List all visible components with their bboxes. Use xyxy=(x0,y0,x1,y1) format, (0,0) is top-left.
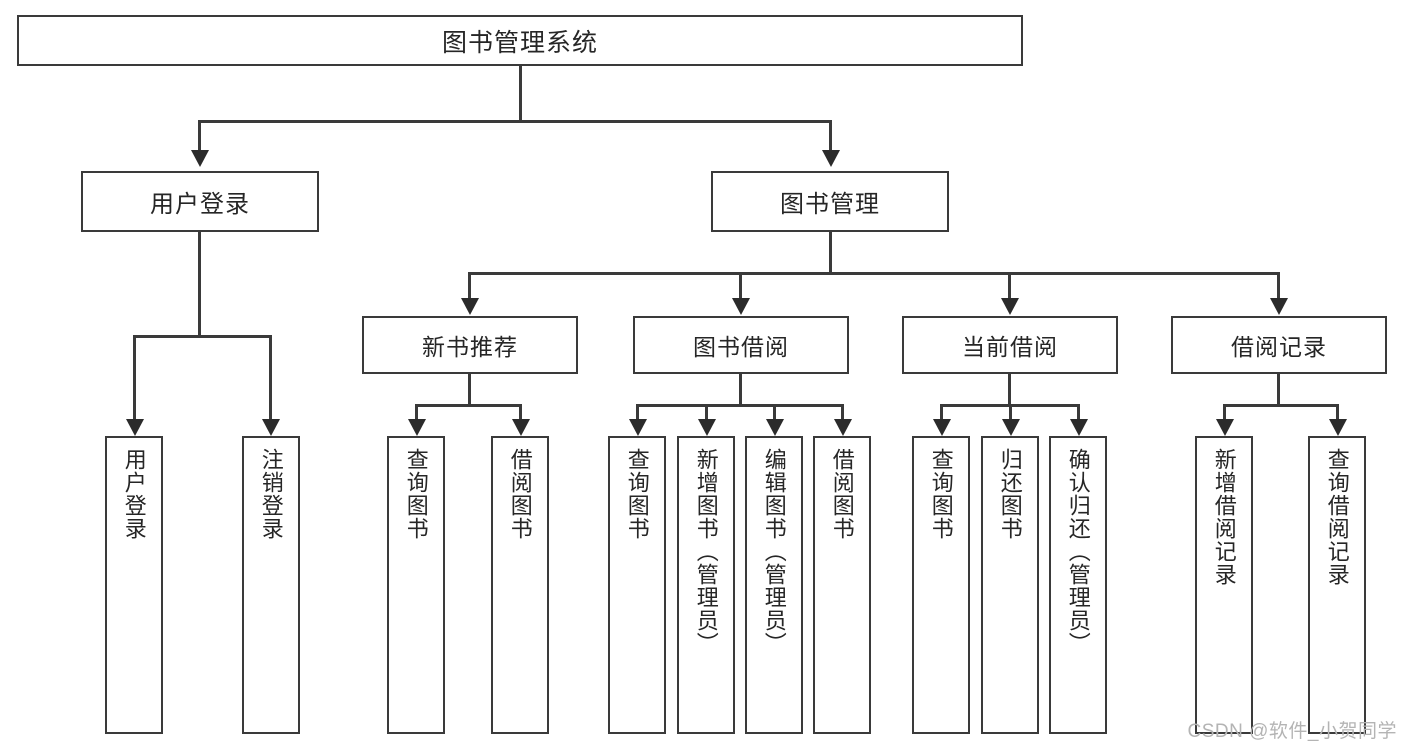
connector-level2-bus xyxy=(198,120,832,123)
arrowhead-leaf-new-book-1 xyxy=(408,419,426,436)
connector-stem-borrow-record xyxy=(1277,374,1280,406)
connector-drop-leaf-new-book-2 xyxy=(519,404,522,419)
connector-drop-leaf-new-book-1 xyxy=(415,404,418,419)
leaf-new-book-query-book[interactable]: 查询图书 xyxy=(387,436,445,734)
node-label: 借阅记录 xyxy=(1231,334,1327,360)
arrowhead-leaf-current-borrow-1 xyxy=(933,419,951,436)
csdn-watermark: CSDN @软件_小贺同学 xyxy=(1187,721,1397,742)
arrowhead-user-login xyxy=(191,150,209,167)
node-label: 图书管理系统 xyxy=(441,28,598,57)
connector-drop-leaf-book-borrow-2 xyxy=(705,404,708,419)
node-book-management[interactable]: 图书管理 xyxy=(711,171,949,232)
arrowhead-leaf-book-borrow-2 xyxy=(698,419,716,436)
leaf-book-borrow-add-book-admin[interactable]: 新增图书（管理员） xyxy=(677,436,735,734)
leaf-label: 注销登录 xyxy=(258,448,284,540)
node-label: 图书管理 xyxy=(780,191,880,218)
node-book-borrow[interactable]: 图书借阅 xyxy=(633,316,849,374)
connector-stem-book-management xyxy=(829,232,832,274)
leaf-label: 查询图书 xyxy=(624,448,650,540)
leaf-book-borrow-edit-book-admin[interactable]: 编辑图书（管理员） xyxy=(745,436,803,734)
connector-level3-bus xyxy=(468,272,1280,275)
leaf-book-borrow-query-book[interactable]: 查询图书 xyxy=(608,436,666,734)
leaf-borrow-record-add-record[interactable]: 新增借阅记录 xyxy=(1195,436,1253,734)
node-new-book-recommend[interactable]: 新书推荐 xyxy=(362,316,578,374)
connector-drop-book-borrow xyxy=(739,272,742,298)
leaf-label: 查询借阅记录 xyxy=(1324,448,1350,586)
connector-stem-current-borrow xyxy=(1008,374,1011,406)
node-current-borrow[interactable]: 当前借阅 xyxy=(902,316,1118,374)
arrowhead-leaf-current-borrow-2 xyxy=(1002,419,1020,436)
node-borrow-record[interactable]: 借阅记录 xyxy=(1171,316,1387,374)
node-label: 新书推荐 xyxy=(422,334,518,360)
connector-drop-leaf-current-borrow-3 xyxy=(1077,404,1080,419)
arrowhead-leaf-new-book-2 xyxy=(512,419,530,436)
connector-drop-leaf-book-borrow-3 xyxy=(773,404,776,419)
leaf-label: 编辑图书（管理员） xyxy=(761,448,787,655)
arrowhead-borrow-record xyxy=(1270,298,1288,315)
connector-root-stem xyxy=(519,66,522,121)
leaf-new-book-borrow-book[interactable]: 借阅图书 xyxy=(491,436,549,734)
leaf-user-login-login[interactable]: 用户登录 xyxy=(105,436,163,734)
connector-bus-new-book-leaves xyxy=(415,404,522,407)
connector-stem-new-book-recommend xyxy=(468,374,471,406)
connector-drop-leaf-borrow-record-1 xyxy=(1223,404,1226,419)
arrowhead-leaf-book-borrow-3 xyxy=(766,419,784,436)
leaf-label: 查询图书 xyxy=(403,448,429,540)
leaf-borrow-record-query-record[interactable]: 查询借阅记录 xyxy=(1308,436,1366,734)
arrowhead-book-manage xyxy=(822,150,840,167)
arrowhead-leaf-user-login-1 xyxy=(126,419,144,436)
leaf-label: 用户登录 xyxy=(121,448,147,540)
leaf-label: 新增借阅记录 xyxy=(1211,448,1237,586)
leaf-label: 确认归还（管理员） xyxy=(1065,448,1091,655)
connector-drop-user-login xyxy=(198,120,201,150)
leaf-label: 查询图书 xyxy=(928,448,954,540)
connector-drop-borrow-record xyxy=(1277,272,1280,298)
connector-drop-leaf-book-borrow-1 xyxy=(636,404,639,419)
node-user-login[interactable]: 用户登录 xyxy=(81,171,319,232)
leaf-book-borrow-borrow-book[interactable]: 借阅图书 xyxy=(813,436,871,734)
connector-bus-user-login-leaves xyxy=(133,335,272,338)
leaf-current-borrow-confirm-return-admin[interactable]: 确认归还（管理员） xyxy=(1049,436,1107,734)
arrowhead-leaf-borrow-record-1 xyxy=(1216,419,1234,436)
node-label: 用户登录 xyxy=(150,191,250,218)
leaf-current-borrow-return-book[interactable]: 归还图书 xyxy=(981,436,1039,734)
connector-drop-leaf-user-login-1 xyxy=(133,335,136,419)
arrowhead-book-borrow xyxy=(732,298,750,315)
connector-bus-borrow-record-leaves xyxy=(1223,404,1339,407)
leaf-current-borrow-query-book[interactable]: 查询图书 xyxy=(912,436,970,734)
arrowhead-leaf-book-borrow-1 xyxy=(629,419,647,436)
leaf-user-login-logout[interactable]: 注销登录 xyxy=(242,436,300,734)
connector-drop-leaf-user-login-2 xyxy=(269,335,272,419)
connector-drop-leaf-book-borrow-4 xyxy=(841,404,844,419)
arrowhead-leaf-book-borrow-4 xyxy=(834,419,852,436)
node-label: 当前借阅 xyxy=(962,334,1058,360)
leaf-label: 借阅图书 xyxy=(507,448,533,540)
arrowhead-leaf-current-borrow-3 xyxy=(1070,419,1088,436)
connector-drop-leaf-borrow-record-2 xyxy=(1336,404,1339,419)
connector-drop-leaf-current-borrow-1 xyxy=(940,404,943,419)
connector-drop-leaf-current-borrow-2 xyxy=(1009,404,1012,419)
node-root-library-system[interactable]: 图书管理系统 xyxy=(17,15,1023,66)
connector-bus-book-borrow-leaves xyxy=(636,404,844,407)
leaf-label: 新增图书（管理员） xyxy=(693,448,719,655)
arrowhead-leaf-user-login-2 xyxy=(262,419,280,436)
leaf-label: 借阅图书 xyxy=(829,448,855,540)
connector-stem-user-login xyxy=(198,232,201,336)
connector-drop-new-book xyxy=(468,272,471,298)
connector-drop-current-borrow xyxy=(1008,272,1011,298)
node-label: 图书借阅 xyxy=(693,334,789,360)
connector-stem-book-borrow xyxy=(739,374,742,406)
leaf-label: 归还图书 xyxy=(997,448,1023,540)
arrowhead-leaf-borrow-record-2 xyxy=(1329,419,1347,436)
arrowhead-new-book xyxy=(461,298,479,315)
arrowhead-current-borrow xyxy=(1001,298,1019,315)
connector-drop-book-manage xyxy=(829,120,832,150)
